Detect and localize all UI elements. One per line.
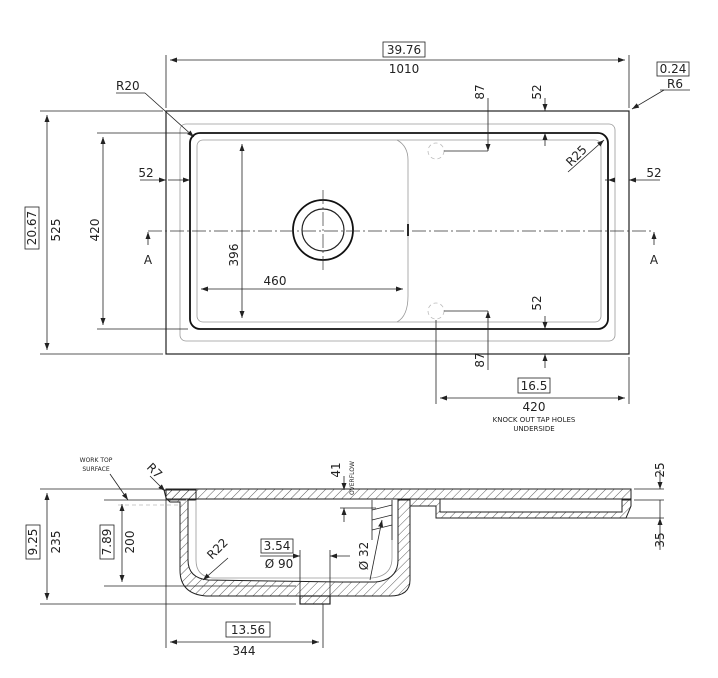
r25-label: R25 — [563, 143, 590, 170]
h525-in-box — [24, 206, 40, 250]
overflow-hatch-1 — [371, 504, 393, 511]
right25-label: 25 — [653, 462, 667, 477]
i200-in-box — [99, 524, 115, 560]
rim-section — [165, 488, 632, 500]
corner-in-box — [656, 61, 690, 77]
r22-label: R22 — [204, 536, 231, 563]
section-a-left: A — [144, 253, 153, 267]
dim-width-in: 39.76 — [387, 43, 421, 57]
tap-mm: 420 — [523, 400, 546, 414]
r20-label: R20 — [116, 79, 140, 93]
bowl-section-wall — [163, 489, 411, 605]
worktop-leader — [109, 473, 129, 501]
left52-label: 52 — [138, 166, 153, 180]
h396-label: 396 — [227, 244, 241, 267]
r7-leader — [149, 475, 166, 492]
tap-hole-top — [427, 142, 445, 160]
worktop-line1: WORK TOP — [80, 457, 113, 464]
right52-label: 52 — [646, 166, 661, 180]
w90-mm: Ø 90 — [265, 557, 294, 571]
i200-mm: 200 — [123, 531, 137, 554]
b344-in-box — [225, 621, 271, 638]
corner-leader — [631, 89, 665, 110]
r20-leader-diag — [144, 92, 195, 138]
waste-spigot — [299, 595, 331, 605]
tap-in-box — [517, 377, 551, 394]
section-view: WORK TOP SURFACE R7 41 OVERFLOW 25 35 9.… — [25, 457, 667, 658]
knock-line1: KNOCK OUT TAP HOLES — [493, 416, 576, 424]
d235-in: 9.25 — [26, 529, 40, 556]
low52-label: 52 — [530, 295, 544, 310]
dim-width-in-box — [382, 41, 426, 58]
ovf41-label: 41 — [329, 462, 343, 477]
sink-outline — [165, 110, 630, 355]
w90-in-box — [260, 538, 294, 554]
ovf-dia: Ø 32 — [357, 542, 371, 571]
section-a-right: A — [650, 253, 659, 267]
corner-in: 0.24 — [660, 62, 687, 76]
b344-in: 13.56 — [231, 623, 265, 637]
top87-label: 87 — [473, 84, 487, 99]
ovf-dia-leader — [369, 519, 384, 581]
w460-label: 460 — [264, 274, 287, 288]
bowl-inner-line — [195, 500, 393, 579]
b344-mm: 344 — [233, 644, 256, 658]
i200-in: 7.89 — [100, 529, 114, 556]
dim-width-mm: 1010 — [389, 62, 420, 76]
h525-mm: 525 — [49, 219, 63, 242]
d235-mm: 235 — [49, 531, 63, 554]
knock-line2: UNDERSIDE — [513, 425, 554, 433]
d235-in-box — [25, 524, 41, 560]
low87-label: 87 — [473, 352, 487, 367]
tap-in: 16.5 — [521, 379, 548, 393]
corner-r: R6 — [667, 77, 683, 91]
overflow-hatch-3 — [371, 524, 393, 531]
r25-leader — [567, 139, 605, 173]
rim-inner — [179, 123, 616, 342]
h420-label: 420 — [88, 219, 102, 242]
r7-label: R7 — [144, 460, 165, 481]
top52-label: 52 — [530, 84, 544, 99]
h525-in: 20.67 — [25, 211, 39, 245]
drainer-section — [409, 498, 632, 519]
bowl-outline — [189, 132, 609, 330]
ovf-label: OVERFLOW — [349, 461, 356, 495]
tap-hole-bottom — [427, 302, 445, 320]
overflow-hatch-2 — [371, 514, 393, 521]
worktop-line2: SURFACE — [82, 466, 109, 473]
plan-view: 39.76 1010 0.24 R6 R20 R25 87 52 52 52 — [24, 41, 690, 433]
w90-in: 3.54 — [264, 539, 291, 553]
r22-leader — [202, 557, 229, 581]
right35-label: 35 — [653, 532, 667, 547]
